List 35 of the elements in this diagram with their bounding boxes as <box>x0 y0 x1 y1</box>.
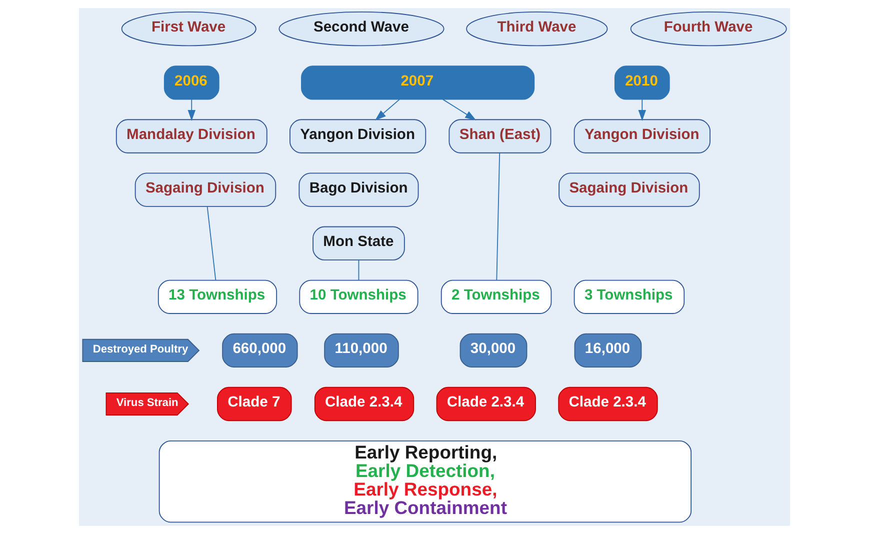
node-box: 16,000 <box>574 333 642 368</box>
node-box: 13 Townships <box>158 280 278 314</box>
node-box: Clade 7 <box>217 386 292 422</box>
node-box: Clade 2.3.4 <box>436 386 536 422</box>
node-box: Mon State <box>312 226 405 260</box>
node-box: 2 Townships <box>440 280 552 314</box>
node-box: Sagaing Division <box>134 172 276 207</box>
node-ellipse: Fourth Wave <box>630 12 787 46</box>
node-ellipse: First Wave <box>121 12 256 46</box>
connector <box>206 206 216 281</box>
node-box: Mandalay Division <box>116 119 268 154</box>
node-ellipse: Third Wave <box>466 12 608 46</box>
node-box: Shan (East) <box>448 119 552 154</box>
node-box: Bago Division <box>298 172 419 207</box>
node-box: 2010 <box>614 66 670 100</box>
connector <box>496 152 500 281</box>
node-box: 3 Townships <box>574 280 685 314</box>
node-box: 30,000 <box>460 333 528 368</box>
node-box: 110,000 <box>324 333 399 368</box>
arrow <box>188 98 196 122</box>
node-box: Clade 2.3.4 <box>558 386 658 422</box>
connector <box>358 260 360 281</box>
arrow <box>638 98 646 122</box>
arrow <box>374 98 400 121</box>
node-box: Yangon Division <box>289 119 426 154</box>
node-box: 10 Townships <box>299 280 418 314</box>
arrow <box>442 98 476 120</box>
node-box: 660,000 <box>222 333 298 368</box>
node-box: 2006 <box>164 66 220 100</box>
node-box: Clade 2.3.4 <box>314 386 414 422</box>
node-box: Early Reporting, Early Detection, Early Response, Early Containment <box>158 440 692 523</box>
node-box: Yangon Division <box>574 119 710 154</box>
node-ellipse: Second Wave <box>278 12 444 46</box>
node-box: Sagaing Division <box>558 172 700 207</box>
node-box: 2007 <box>301 66 535 100</box>
